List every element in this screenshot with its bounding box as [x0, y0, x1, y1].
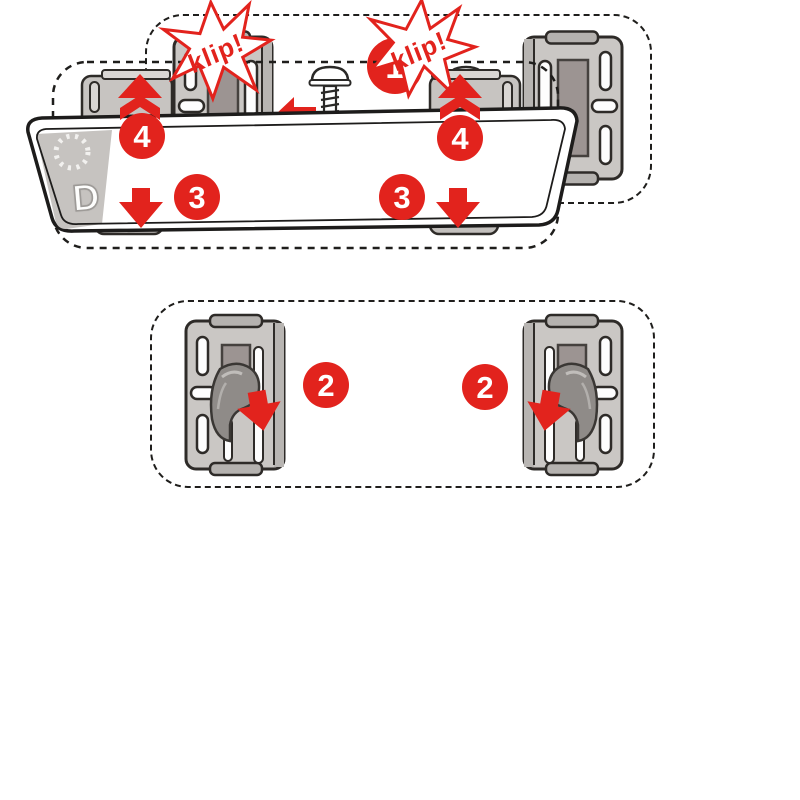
step-badge-2-left: 2 [303, 362, 349, 408]
step-badge-4-left: 4 [119, 113, 165, 159]
step-badge-3-left: 3 [174, 174, 220, 220]
step2-right-group [523, 315, 622, 475]
step-panel-3-4: klip! klip! 4 4 3 3 D [0, 0, 600, 260]
plate-eu-band [36, 130, 112, 229]
mounting-clip-hook-left [186, 315, 285, 475]
step-badge-4-right: 4 [437, 115, 483, 161]
step34-graphic [26, 0, 579, 250]
mounting-clip-hook-right [523, 315, 622, 475]
step-badge-3-right: 3 [379, 174, 425, 220]
step2-graphic [152, 302, 652, 485]
eu-stars-ring-icon [53, 133, 91, 171]
step-panel-2: 2 2 [150, 300, 655, 488]
plate-inner-edge [36, 119, 566, 225]
plate-country-letter: D [70, 175, 102, 220]
step-badge-2-right: 2 [462, 364, 508, 410]
